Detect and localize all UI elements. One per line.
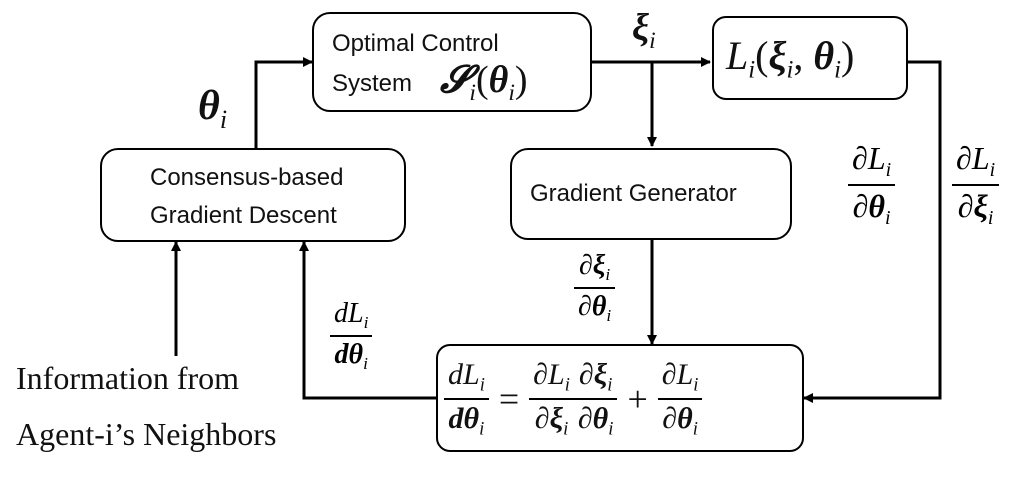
consensus-box: Consensus-based Gradient Descent <box>100 148 406 242</box>
xi-label: ξi <box>632 7 656 55</box>
partial-xi-theta-label: ∂ξi∂θi <box>574 250 616 326</box>
consensus-label-line2: Gradient Descent <box>150 202 337 229</box>
information-label-line1: Information from <box>16 360 240 396</box>
system-symbol: 𝓢i(θi) <box>440 59 528 107</box>
optimal-control-label-line1: Optimal Control <box>332 30 499 57</box>
gradient-generator-box: Gradient Generator <box>510 148 792 240</box>
gradient-generator-label: Gradient Generator <box>530 180 737 207</box>
arrow-partials <box>803 60 942 403</box>
arrow-dL-dtheta <box>299 241 436 400</box>
theta-label: θi <box>198 83 228 135</box>
arrow-theta <box>254 57 313 148</box>
partial-L-xi-label: ∂Li∂ξi <box>952 140 1000 230</box>
term1-fraction: ∂Li∂ξi <box>529 358 574 440</box>
partial-L-theta-label: ∂Li∂θi <box>848 140 896 230</box>
equals-sign: = <box>498 379 520 419</box>
loss-box: Li(ξi, θi) <box>712 16 908 100</box>
optimal-control-box: Optimal Control System 𝓢i(θi) <box>312 12 592 112</box>
term3-fraction: ∂Li∂θi <box>657 358 703 440</box>
term2-fraction: ∂ξi∂θi <box>573 358 618 440</box>
information-label-line2: Agent-i’s Neighbors <box>16 416 277 452</box>
consensus-label-line1: Consensus-based <box>150 164 344 191</box>
plus-sign: + <box>627 379 648 419</box>
loss-expression: Li(ξi, θi) <box>726 33 855 84</box>
optimal-control-label-line2: System <box>332 70 413 97</box>
